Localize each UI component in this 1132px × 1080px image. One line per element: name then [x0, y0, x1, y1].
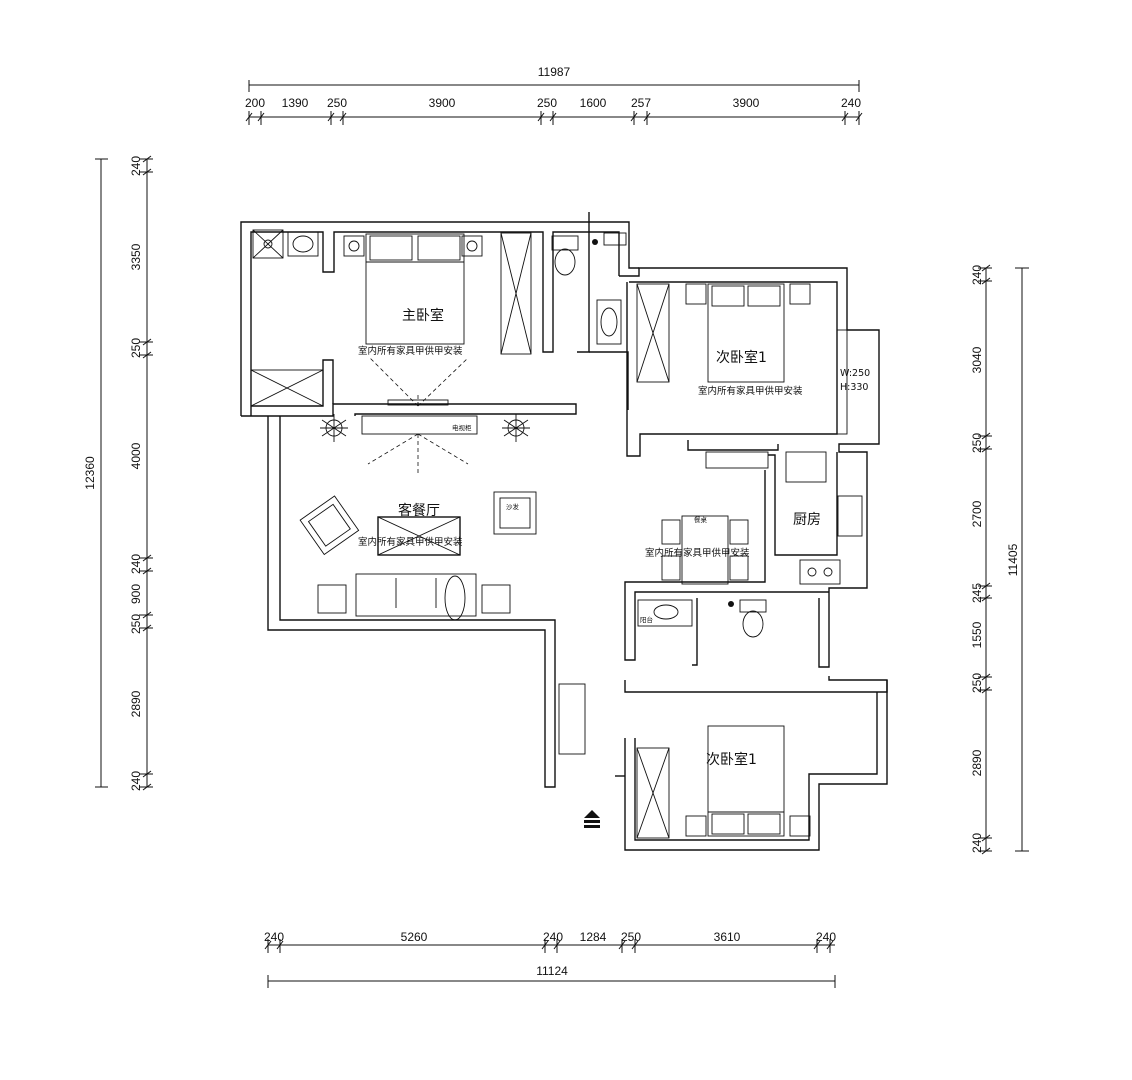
balcony-label: 阳台: [640, 615, 653, 624]
master-bed: [365, 233, 465, 345]
tv-cabinet-label: 电视柜: [452, 423, 472, 432]
left-dim-4: 4000: [129, 442, 143, 469]
note-master-furniture: 室内所有家具甲供甲安装: [358, 345, 463, 357]
right-total-dim: 11405: [1006, 543, 1020, 576]
right-dim-1: 240: [970, 265, 984, 285]
right-dim-2: 3040: [970, 346, 984, 373]
window-width: W:250: [840, 368, 870, 379]
armchair: [299, 495, 360, 556]
right-dim-8: 2890: [970, 749, 984, 776]
entrance-arrow-icon: [584, 810, 600, 828]
right-dimension-chain: 240 3040 250 2700 245 1550 250 2890 240 …: [970, 264, 1029, 855]
note-dining-furniture: 室内所有家具甲供甲安装: [645, 547, 750, 559]
room-label-living: 客餐厅: [398, 502, 440, 519]
left-dim-5: 240: [129, 554, 143, 574]
top-dim-7: 257: [631, 96, 651, 110]
left-total-dim: 12360: [83, 456, 97, 490]
top-dim-3: 250: [327, 96, 347, 110]
left-dim-6: 900: [129, 584, 143, 604]
window-height: H:330: [840, 382, 868, 393]
room-label-kitchen: 厨房: [793, 512, 821, 528]
bottom-dim-5: 250: [621, 930, 641, 944]
bottom-dimension-chain: 240 5260 240 1284 250 3610 240 11124: [264, 930, 836, 988]
dining-table-label: 餐桌: [694, 515, 708, 524]
left-dimension-chain: 12360 240 3350 250 4000 240 900 250 2890…: [83, 155, 153, 791]
left-dim-3: 250: [129, 338, 143, 358]
top-dim-1: 200: [245, 96, 265, 110]
top-dim-4: 3900: [429, 96, 456, 110]
top-dim-2: 1390: [282, 96, 309, 110]
right-dim-6: 1550: [970, 621, 984, 648]
bottom-dim-4: 1284: [580, 930, 607, 944]
left-dim-1: 240: [129, 156, 143, 176]
room-label-second-b: 次卧室1: [706, 751, 757, 768]
fixtures: [250, 229, 863, 839]
top-dim-9: 240: [841, 96, 861, 110]
left-dim-8: 2890: [129, 690, 143, 717]
right-dim-4: 2700: [970, 500, 984, 527]
top-dimension-chain: 11987 200 1390 250 3900 250 1600 257 390…: [245, 65, 863, 125]
single-sofa: [493, 491, 537, 535]
top-dim-5: 250: [537, 96, 557, 110]
bottom-dim-6: 3610: [714, 930, 741, 944]
room-label-second-a: 次卧室1: [716, 349, 767, 366]
bottom-dim-3: 240: [543, 930, 563, 944]
sofa: [355, 573, 477, 617]
bed-second-a: [707, 283, 785, 383]
right-dim-9: 240: [970, 833, 984, 853]
plant-icon-right: [502, 414, 530, 442]
top-dim-6: 1600: [580, 96, 607, 110]
note-living-furniture: 室内所有家具甲供甲安装: [358, 536, 463, 548]
top-total-dim: 11987: [538, 65, 571, 79]
coffee-table: [377, 516, 461, 556]
plant-icon-left: [320, 414, 348, 442]
bottom-dim-1: 240: [264, 930, 284, 944]
bottom-dim-2: 5260: [401, 930, 428, 944]
right-dim-7: 250: [970, 673, 984, 693]
top-dim-8: 3900: [733, 96, 760, 110]
right-dim-5: 245: [970, 583, 984, 603]
note-second-a-furniture: 室内所有家具甲供甲安装: [698, 385, 803, 397]
bed-second-b: [707, 725, 785, 837]
sofa-label: 沙发: [506, 502, 520, 511]
bottom-dim-7: 240: [816, 930, 836, 944]
walls: [240, 212, 888, 851]
right-dim-3: 250: [970, 433, 984, 453]
dining-table: [681, 515, 729, 585]
left-dim-9: 240: [129, 771, 143, 791]
room-label-master: 主卧室: [402, 307, 444, 324]
left-dim-2: 3350: [129, 243, 143, 270]
bottom-total-dim: 11124: [536, 964, 568, 978]
left-dim-7: 250: [129, 614, 143, 634]
